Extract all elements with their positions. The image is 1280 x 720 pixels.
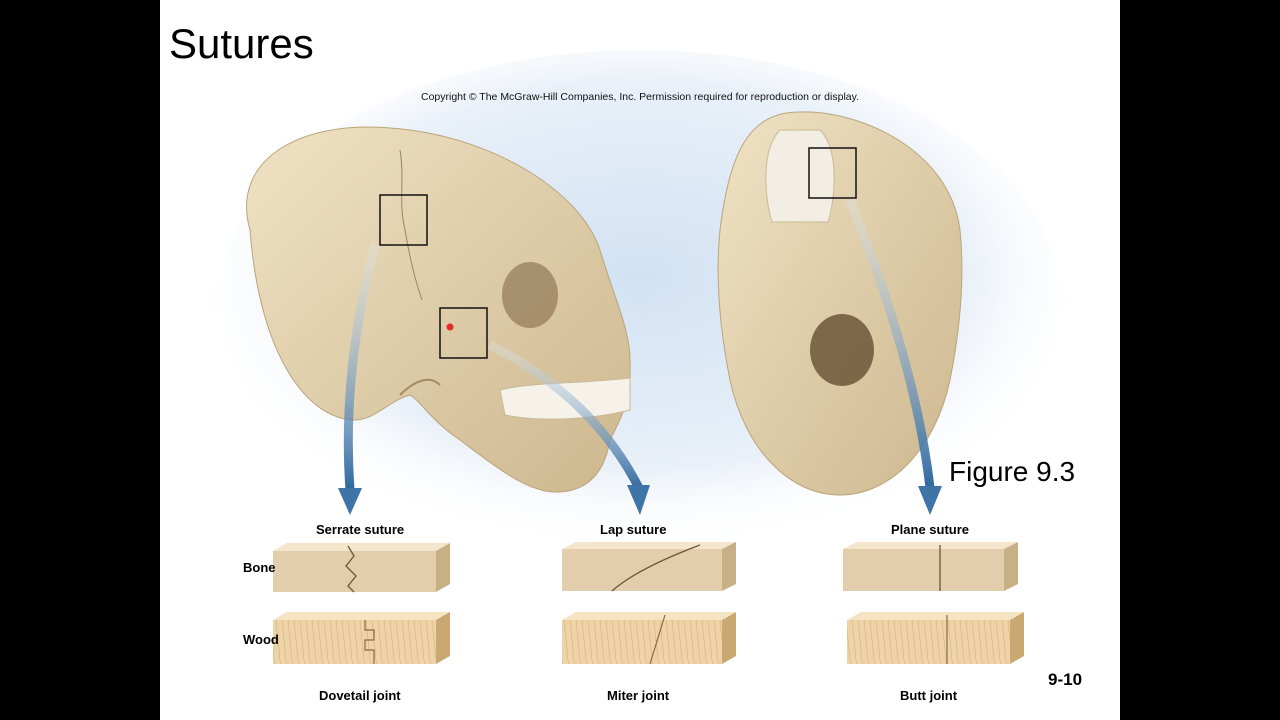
wood-block-miter	[562, 612, 736, 665]
plane-arrow-head	[918, 486, 942, 515]
serrate-suture-box	[379, 194, 428, 246]
lap-arrow	[487, 340, 645, 493]
figure-label: Figure 9.3	[949, 456, 1076, 487]
butt-joint-label: Butt joint	[900, 688, 958, 703]
plane-suture-label: Plane suture	[891, 522, 970, 537]
wood-block-dovetail	[273, 612, 450, 664]
lateral-skull	[246, 126, 631, 493]
wood-row-label: Wood	[243, 632, 279, 647]
bone-block-lap	[562, 542, 736, 592]
page-number: 9-10	[1048, 670, 1083, 689]
lap-suture-box	[439, 307, 488, 359]
serrate-suture-label: Serrate suture	[316, 522, 405, 537]
bone-block-serrate	[273, 543, 450, 593]
inferior-skull	[717, 111, 963, 496]
suture-illustration	[220, 50, 1060, 665]
pointer-dot	[446, 323, 454, 331]
dovetail-joint-label: Dovetail joint	[319, 688, 401, 703]
bone-block-plane	[843, 542, 1018, 591]
serrate-arrow	[343, 243, 380, 491]
plane-suture-box	[808, 147, 857, 199]
plane-arrow	[845, 198, 935, 489]
slide: Sutures Copyright © The McGraw-Hill Comp…	[160, 0, 1120, 720]
wood-block-butt	[847, 612, 1024, 664]
slide-title: Sutures	[169, 20, 314, 67]
copyright-notice: Copyright © The McGraw-Hill Companies, I…	[420, 91, 860, 103]
lap-suture-label: Lap suture	[600, 522, 667, 537]
miter-joint-label: Miter joint	[607, 688, 670, 703]
serrate-arrow-head	[338, 488, 362, 515]
bone-row-label: Bone	[243, 560, 276, 575]
lap-arrow-head	[627, 485, 650, 515]
